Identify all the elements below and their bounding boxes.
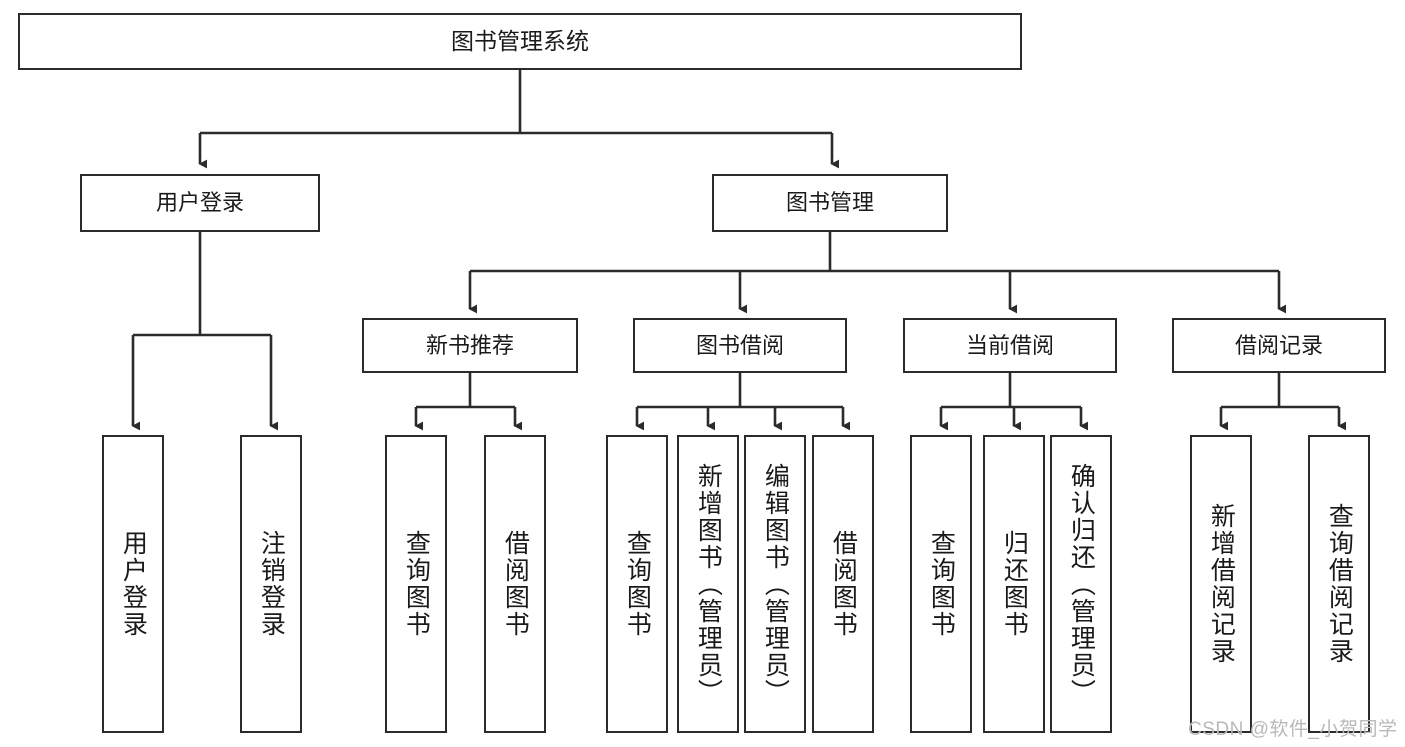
leaf-edit-book-admin[interactable]: 编辑图书（管理员） <box>744 435 806 733</box>
leaf-borrow-book-recommend[interactable]: 借阅图书 <box>484 435 546 733</box>
node-root-system[interactable]: 图书管理系统 <box>18 13 1022 70</box>
leaf-return-book[interactable]: 归还图书 <box>983 435 1045 733</box>
node-book-borrow[interactable]: 图书借阅 <box>633 318 847 373</box>
node-borrow-record[interactable]: 借阅记录 <box>1172 318 1386 373</box>
leaf-user-logout[interactable]: 注销登录 <box>240 435 302 733</box>
leaf-query-book-borrow[interactable]: 查询图书 <box>606 435 668 733</box>
leaf-query-book-recommend[interactable]: 查询图书 <box>385 435 447 733</box>
leaf-add-book-admin[interactable]: 新增图书（管理员） <box>677 435 739 733</box>
leaf-query-book-current[interactable]: 查询图书 <box>910 435 972 733</box>
node-new-book-recommend[interactable]: 新书推荐 <box>362 318 578 373</box>
leaf-confirm-return-admin[interactable]: 确认归还（管理员） <box>1050 435 1112 733</box>
node-book-manage[interactable]: 图书管理 <box>712 174 948 232</box>
leaf-query-borrow-record[interactable]: 查询借阅记录 <box>1308 435 1370 733</box>
csdn-watermark: CSDN @软件_小贺同学 <box>1188 719 1398 740</box>
node-user-login[interactable]: 用户登录 <box>80 174 320 232</box>
leaf-user-login[interactable]: 用户登录 <box>102 435 164 733</box>
leaf-borrow-book[interactable]: 借阅图书 <box>812 435 874 733</box>
leaf-add-borrow-record[interactable]: 新增借阅记录 <box>1190 435 1252 733</box>
node-current-borrow[interactable]: 当前借阅 <box>903 318 1117 373</box>
